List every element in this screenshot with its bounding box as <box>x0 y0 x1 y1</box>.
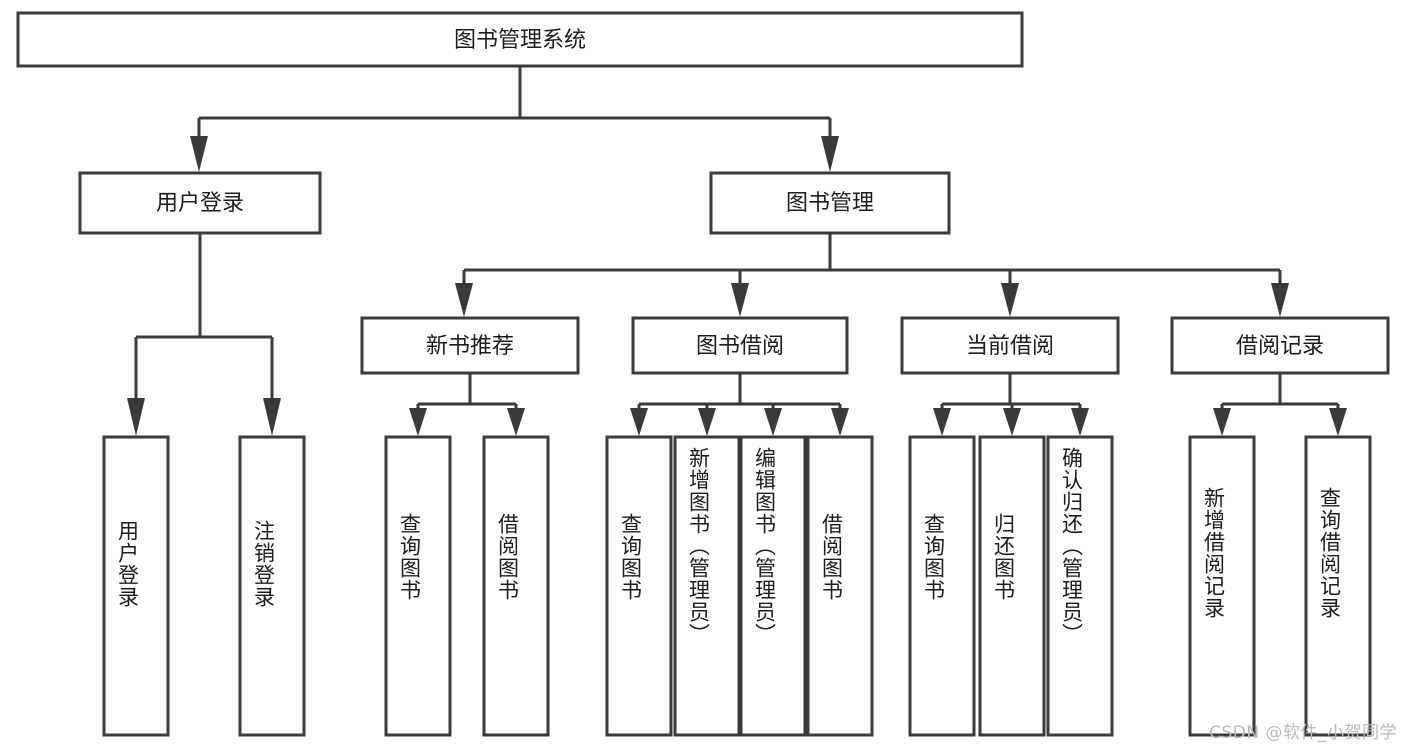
connector-group-user-login-children <box>127 233 281 436</box>
arrow-head-leaf-query-book-1 <box>409 408 427 436</box>
node-book-borrow-label: 图书借阅 <box>696 334 784 359</box>
connector-group-borrow-record-children <box>1213 373 1347 436</box>
leaf-box-group <box>102 435 1372 737</box>
node-leaf-edit-book-box[interactable] <box>739 435 807 737</box>
node-leaf-logout-box[interactable] <box>238 435 306 737</box>
node-book-borrow[interactable]: 图书借阅 <box>631 316 849 375</box>
arrow-head-leaf-query-book-3 <box>933 408 951 436</box>
connector-group-new-book-recommend-children <box>409 373 525 436</box>
node-borrow-record-box[interactable] <box>1170 316 1390 375</box>
node-current-borrow-label: 当前借阅 <box>966 334 1054 359</box>
node-book-borrow-box[interactable] <box>631 316 849 375</box>
node-leaf-add-record-box[interactable] <box>1188 435 1256 737</box>
connector-group-book-manage-children <box>455 233 1289 317</box>
arrow-head-current-borrow <box>1001 283 1019 317</box>
node-book-manage-box[interactable] <box>709 171 951 235</box>
arrow-head-user-login <box>190 136 208 172</box>
node-leaf-query-record-box[interactable] <box>1304 435 1372 737</box>
arrow-head-leaf-add-record <box>1213 408 1231 436</box>
connector-group-current-borrow-children <box>933 373 1089 436</box>
arrow-head-leaf-query-book-2 <box>630 408 648 436</box>
node-user-login-box[interactable] <box>78 171 322 235</box>
arrow-head-leaf-add-book <box>698 408 716 436</box>
arrow-head-borrow-record <box>1271 283 1289 317</box>
node-root-box[interactable] <box>16 11 1024 68</box>
arrow-head-leaf-logout <box>263 398 281 436</box>
watermark-text: CSDN @软件_小贺同学 <box>1209 723 1397 743</box>
arrow-head-book-manage <box>821 136 839 172</box>
arrow-head-new-book-recommend <box>455 283 473 317</box>
arrow-head-leaf-borrow-book-2 <box>831 408 849 436</box>
node-borrow-record[interactable]: 借阅记录 <box>1170 316 1390 375</box>
node-leaf-query-book-1-box[interactable] <box>384 435 452 737</box>
node-root[interactable]: 图书管理系统 <box>16 11 1024 68</box>
node-leaf-borrow-book-2-box[interactable] <box>806 435 874 737</box>
arrow-head-leaf-query-record <box>1329 408 1347 436</box>
node-leaf-query-book-3-box[interactable] <box>908 435 976 737</box>
node-current-borrow[interactable]: 当前借阅 <box>900 316 1120 375</box>
node-new-book-recommend-box[interactable] <box>360 316 580 375</box>
arrow-head-leaf-confirm-return <box>1071 408 1089 436</box>
node-current-borrow-box[interactable] <box>900 316 1120 375</box>
arrow-head-leaf-return-book <box>1003 408 1021 436</box>
node-leaf-user-login-box[interactable] <box>102 435 170 737</box>
connector-group-root-to-level1 <box>190 66 839 172</box>
node-user-login-label: 用户登录 <box>156 191 244 216</box>
node-user-login[interactable]: 用户登录 <box>78 171 322 235</box>
arrow-head-leaf-user-login <box>127 398 145 436</box>
node-leaf-borrow-book-1-box[interactable] <box>482 435 550 737</box>
connector-group-book-borrow-children <box>630 373 849 436</box>
arrow-head-leaf-edit-book <box>764 408 782 436</box>
node-leaf-query-book-2-box[interactable] <box>605 435 673 737</box>
node-new-book-recommend-label: 新书推荐 <box>426 334 514 359</box>
node-book-manage[interactable]: 图书管理 <box>709 171 951 235</box>
arrow-head-book-borrow <box>731 283 749 317</box>
arrow-head-leaf-borrow-book-1 <box>507 408 525 436</box>
node-borrow-record-label: 借阅记录 <box>1236 334 1324 359</box>
node-root-label: 图书管理系统 <box>454 28 586 53</box>
node-leaf-add-book-box[interactable] <box>673 435 741 737</box>
node-book-manage-label: 图书管理 <box>786 191 874 216</box>
node-leaf-confirm-return-box[interactable] <box>1046 435 1114 737</box>
node-leaf-return-book-box[interactable] <box>978 435 1046 737</box>
node-new-book-recommend[interactable]: 新书推荐 <box>360 316 580 375</box>
